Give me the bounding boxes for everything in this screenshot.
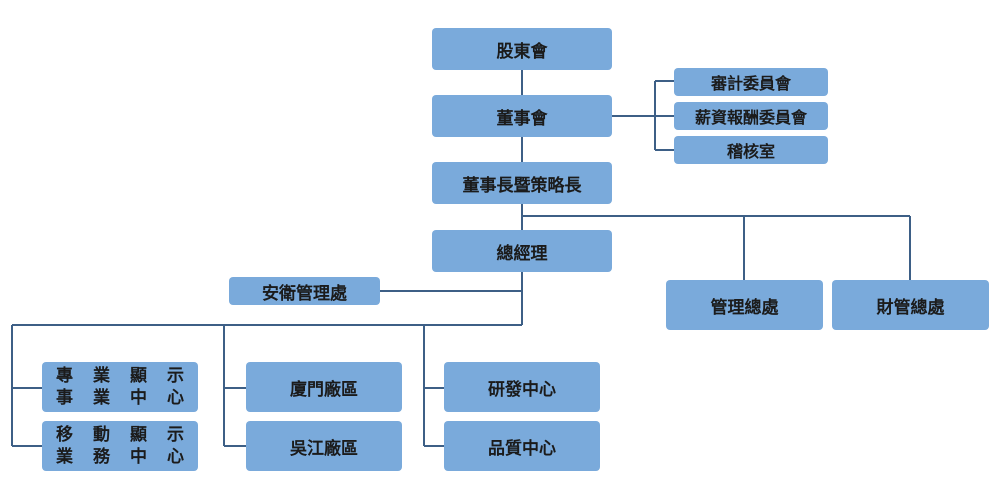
display-business-center-line2: 事業中心 [56,388,204,408]
compensation-committee-label: 薪資報酬委員會 [694,108,807,127]
management-division-box: 管理總處 [666,280,823,330]
chairman-box: 董事長暨策略長 [432,162,612,204]
display-business-center-box: 專業顯示 事業中心 [42,362,198,412]
wujiang-plant-box: 吳江廠區 [246,421,402,471]
finance-division-box: 財管總處 [832,280,989,330]
general-manager-label: 總經理 [496,243,548,264]
board-label: 董事會 [496,108,548,129]
internal-audit-label: 稽核室 [726,142,775,161]
board-box: 董事會 [432,95,612,137]
mobile-business-center-line2: 業務中心 [56,447,204,467]
xiamen-plant-label: 廈門廠區 [290,379,358,400]
general-manager-box: 總經理 [432,230,612,272]
internal-audit-box: 稽核室 [674,136,828,164]
mobile-business-center-box: 移動顯示 業務中心 [42,421,198,471]
safety-office-label: 安衛管理處 [262,283,347,304]
finance-division-label: 財管總處 [876,297,945,318]
audit-committee-label: 審計委員會 [710,74,791,93]
quality-center-box: 品質中心 [444,421,600,471]
quality-center-label: 品質中心 [488,438,556,459]
compensation-committee-box: 薪資報酬委員會 [674,102,828,130]
mobile-business-center-line1: 移動顯示 [56,425,204,445]
audit-committee-box: 審計委員會 [674,68,828,96]
chairman-label: 董事長暨策略長 [462,175,582,196]
display-business-center-line1: 專業顯示 [56,366,204,386]
xiamen-plant-box: 廈門廠區 [246,362,402,412]
rd-center-label: 研發中心 [488,379,556,400]
safety-office-box: 安衛管理處 [229,277,380,305]
shareholders-box: 股東會 [432,28,612,70]
management-division-label: 管理總處 [710,297,779,318]
shareholders-label: 股東會 [496,41,548,62]
rd-center-box: 研發中心 [444,362,600,412]
wujiang-plant-label: 吳江廠區 [290,438,358,459]
